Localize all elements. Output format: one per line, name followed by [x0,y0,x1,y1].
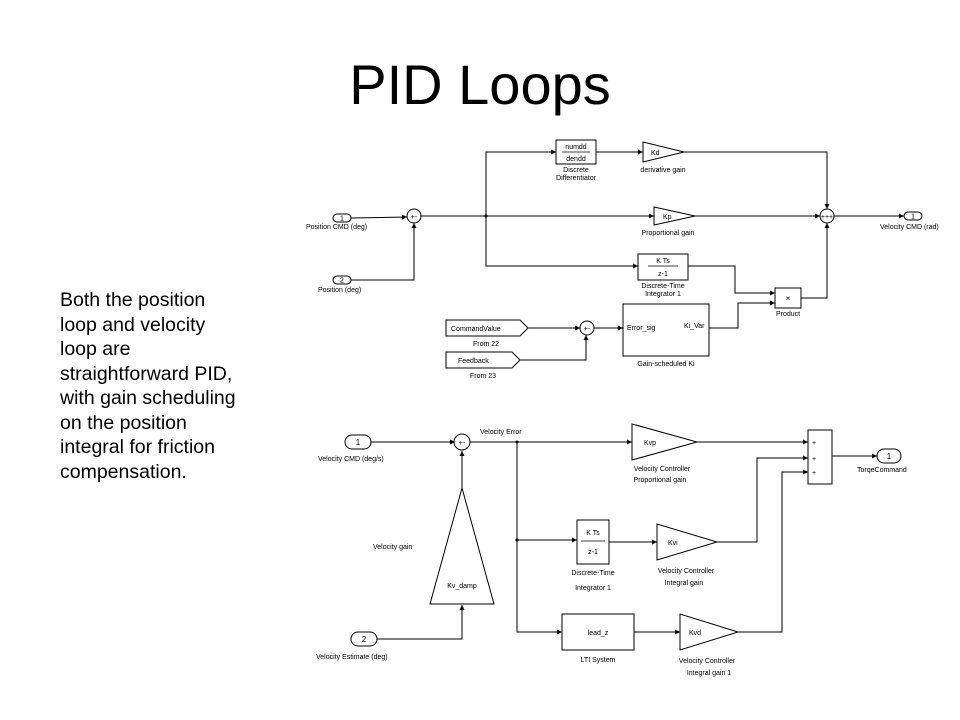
svg-text:Discrete-Time: Discrete-Time [571,570,614,577]
velocity-damping-gain-block: Kv_damp Velocity gain [373,486,495,605]
svg-text:+-: +- [459,440,466,447]
gain-scheduled-ki-block: Error_sig Ki_Var Gain-scheduled Ki [622,303,710,368]
svg-text:Velocity CMD (deg/s): Velocity CMD (deg/s) [318,456,384,463]
product-block: × Product [774,287,802,318]
torque-command-outport: 1 TorqeCommand [857,448,907,474]
velocity-proportional-gain-block: Kvp Velocity Controller Proportional gai… [631,423,699,484]
position-inport: 2 Position (deg) [318,275,361,294]
body-line: loop are [60,338,131,360]
body-line: Both the position [60,289,206,311]
svg-text:Differentiator: Differentiator [556,175,597,182]
svg-text:z-1: z-1 [588,549,598,556]
svg-text:Ki_Var: Ki_Var [684,323,705,330]
svg-text:Kvi: Kvi [668,540,678,547]
svg-text:2: 2 [362,635,367,644]
slide-body-text: Both the position loop and velocity loop… [60,288,292,484]
svg-text:Proportional gain: Proportional gain [642,230,695,237]
svg-text:Kp: Kp [663,214,672,221]
svg-text:Integrator 1: Integrator 1 [575,585,611,592]
velocity-loop: 1 Velocity CMD (deg/s) +- Velocity Error… [316,423,907,677]
body-line: straightforward PID, [60,362,233,385]
svg-text:TorqeCommand: TorqeCommand [857,467,907,474]
velocity-integral-gain-block: Kvi Velocity Controller Integral gain [656,523,719,587]
svg-text:2: 2 [340,278,344,285]
svg-text:z-1: z-1 [658,271,668,278]
discrete-integrator-block: K Ts z-1 Discrete-Time Integrator 1 [637,253,689,298]
svg-text:Discrete: Discrete [563,167,589,174]
position-output-sum: +++ [819,208,835,224]
velocity-derivative-gain-block: Kvd Velocity Controller Integral gain 1 [679,613,740,677]
velocity-cmd-inport: 1 Velocity CMD (deg/s) [318,434,384,463]
position-loop: 1 Position CMD (deg) 2 Position (deg) +-… [306,139,939,380]
torque-sum-block: + + + [807,429,833,485]
svg-text:+++: +++ [821,214,833,221]
svg-text:lead_z: lead_z [588,630,609,637]
svg-text:Product: Product [776,311,800,318]
svg-text:Position (deg): Position (deg) [318,287,361,294]
svg-text:+: + [812,470,816,477]
svg-text:1: 1 [911,214,915,221]
svg-text:Kvd: Kvd [689,630,701,637]
svg-text:Kv_damp: Kv_damp [447,583,477,590]
svg-text:Kvp: Kvp [644,440,656,447]
from-23-block: Feedback From 23 [445,351,521,380]
velocity-error-label: Velocity Error [480,429,522,436]
svg-text:Discrete-Time: Discrete-Time [641,283,684,290]
svg-text:1: 1 [340,216,344,223]
svg-text:K Ts: K Ts [656,258,670,265]
svg-text:Feedback: Feedback [458,358,489,365]
svg-text:From 22: From 22 [473,341,499,348]
svg-text:×: × [786,294,791,303]
svg-text:Integral gain: Integral gain [665,580,704,587]
svg-text:Integral gain 1: Integral gain 1 [687,670,731,677]
from-22-block: CommandValue From 22 [445,319,529,348]
velocity-integrator-block: K Ts z-1 Discrete-Time Integrator 1 [571,519,615,592]
velocity-estimate-inport: 2 Velocity Estimate (deg) [316,631,388,661]
svg-text:Proportional gain: Proportional gain [634,477,687,484]
body-line: on the position [60,411,187,434]
svg-text:Kd: Kd [651,150,660,157]
svg-text:Position CMD (deg): Position CMD (deg) [306,224,367,231]
body-line: compensation. [60,460,187,483]
svg-text:+-: +- [411,214,418,221]
proportional-gain-block: Kp Proportional gain [642,206,696,237]
svg-text:Gain-scheduled Ki: Gain-scheduled Ki [637,361,695,368]
body-line: with gain scheduling [60,387,236,409]
svg-text:1: 1 [356,438,361,447]
svg-text:numdd: numdd [565,144,587,151]
error-signal-sum: +- [579,320,595,336]
derivative-gain-block: Kd derivative gain [640,141,686,174]
svg-text:K Ts: K Ts [586,530,600,537]
svg-text:Velocity Estimate (deg): Velocity Estimate (deg) [316,654,388,661]
svg-text:derivative gain: derivative gain [640,167,685,174]
position-error-sum: +- [406,208,422,224]
svg-text:LTI System: LTI System [581,657,616,664]
svg-text:Velocity CMD (rad): Velocity CMD (rad) [880,224,939,231]
svg-text:+: + [812,456,816,463]
svg-text:Velocity Controller: Velocity Controller [679,658,736,665]
velocity-cmd-outport: 1 Velocity CMD (rad) [880,211,939,231]
svg-text:Velocity Controller: Velocity Controller [634,466,691,473]
svg-text:Velocity Controller: Velocity Controller [658,568,715,575]
lti-system-block: lead_z LTI System [561,613,635,664]
svg-text:Integrator 1: Integrator 1 [645,291,681,298]
svg-text:dendd: dendd [566,156,586,163]
position-cmd-inport: 1 Position CMD (deg) [306,213,367,231]
svg-text:CommandValue: CommandValue [451,326,501,333]
svg-text:1: 1 [887,452,892,461]
svg-text:Error_sig: Error_sig [627,325,656,332]
slide-title: PID Loops [349,53,611,116]
body-line: loop and velocity [60,313,206,336]
svg-text:+-: +- [584,326,591,333]
svg-text:Velocity gain: Velocity gain [373,544,412,551]
body-line: integral for friction [60,436,215,458]
svg-text:From 23: From 23 [470,373,496,380]
svg-text:+: + [812,440,816,447]
discrete-differentiator-block: numdd dendd Discrete Differentiator [555,139,597,182]
velocity-error-sum: +- [453,433,471,451]
